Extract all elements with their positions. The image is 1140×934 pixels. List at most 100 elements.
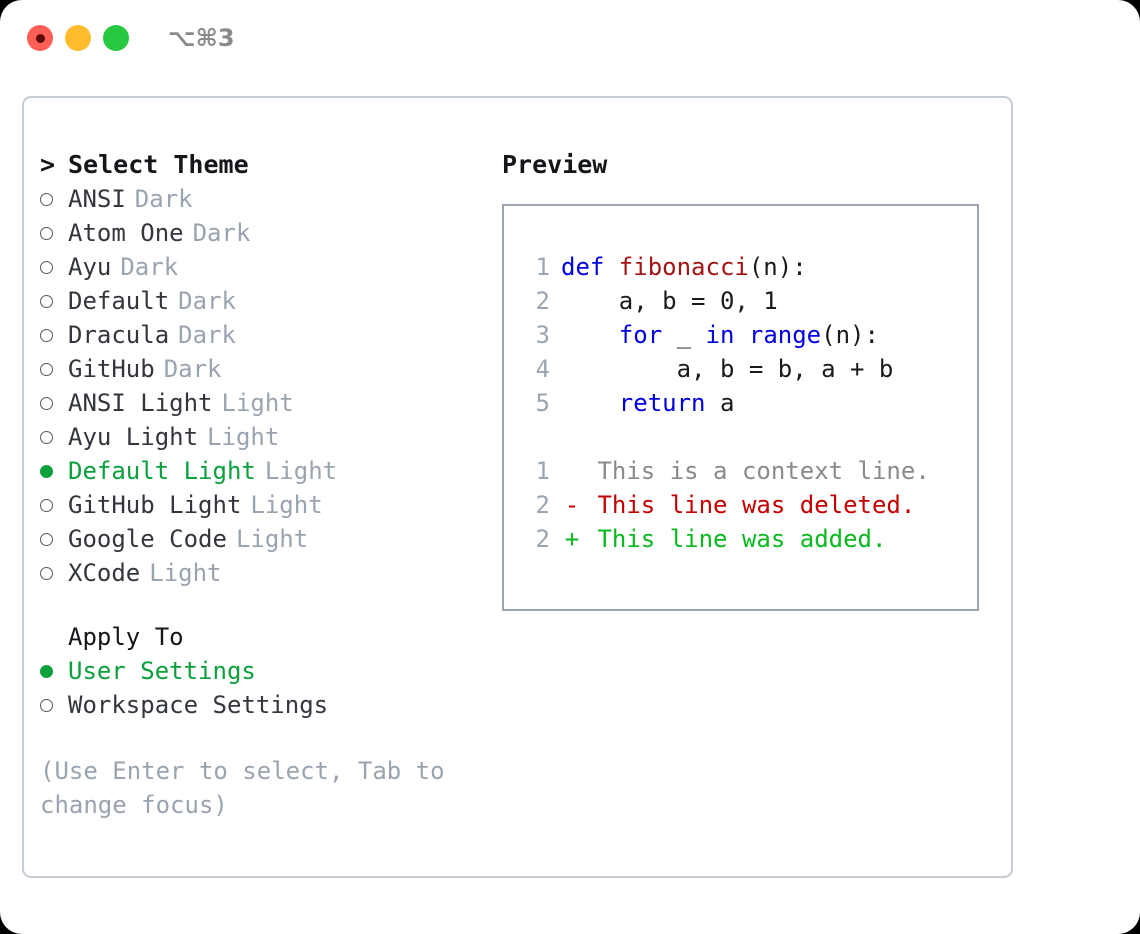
- option-label: Default: [68, 287, 170, 315]
- preview-title: Preview: [502, 150, 608, 179]
- option-label: GitHub: [68, 355, 155, 383]
- code-token: def: [561, 253, 619, 281]
- diff-sign: -: [564, 491, 580, 519]
- option-variant-label: Dark: [134, 185, 193, 213]
- code-token: fibonacci: [618, 253, 749, 281]
- radio-unselected-icon: [40, 566, 68, 580]
- radio-unselected-icon: [40, 396, 68, 410]
- select-theme-title: Select Theme: [68, 150, 249, 179]
- option-label: Workspace Settings: [68, 691, 329, 719]
- option-variant-label: Light: [221, 389, 294, 417]
- keyboard-hint: (Use Enter to select, Tab to change focu…: [40, 757, 460, 819]
- code-token: return: [618, 389, 706, 417]
- radio-dot: [40, 498, 53, 512]
- theme-list-item[interactable]: ANSI Light Light: [40, 386, 480, 420]
- close-button[interactable]: [27, 25, 53, 51]
- line-number: 5: [535, 389, 550, 417]
- window-controls: [27, 25, 129, 51]
- line-number: 2: [535, 287, 550, 315]
- code-token: [734, 318, 748, 352]
- code-line: 4 a, b = b, a + b: [504, 352, 977, 386]
- option-label: GitHub Light: [68, 491, 242, 519]
- radio-unselected-icon: [40, 226, 68, 240]
- radio-dot: [40, 362, 53, 376]
- diff-line: 2 + This line was added.: [504, 522, 977, 556]
- option-variant-label: Light: [235, 525, 309, 553]
- code-token: (n):: [748, 253, 807, 281]
- select-theme-header: > Select Theme: [40, 148, 480, 182]
- code-token: a, b = b, a + b: [561, 355, 894, 383]
- diff-text: This line was added.: [583, 525, 887, 553]
- code-token: [561, 318, 619, 352]
- line-number: 1: [535, 457, 550, 485]
- radio-unselected-icon: [40, 260, 68, 274]
- diff-line: 2- This line was deleted.: [504, 488, 977, 522]
- diff-text: This is a context line.: [583, 457, 930, 485]
- option-label: Ayu: [68, 253, 112, 281]
- option-variant-label: Dark: [178, 321, 236, 349]
- diff-sign: [561, 454, 583, 488]
- theme-list-item[interactable]: Dracula Dark: [40, 318, 480, 352]
- code-token: a, b = 0, 1: [561, 287, 778, 315]
- option-variant-label: Dark: [163, 355, 222, 383]
- radio-dot: [40, 532, 53, 546]
- radio-selected-icon: [40, 464, 68, 478]
- option-label: ANSI Light: [68, 389, 213, 417]
- minimize-button[interactable]: [65, 25, 91, 51]
- radio-dot: [40, 664, 53, 678]
- option-variant-label: Light: [207, 423, 280, 451]
- theme-list-item[interactable]: Ayu Dark: [40, 250, 480, 284]
- theme-list-item[interactable]: Google Code Light: [40, 522, 480, 556]
- code-token: in: [705, 321, 735, 349]
- diff-text: This line was deleted.: [583, 491, 916, 519]
- code-line: 3 for _ in range(n):: [504, 318, 977, 352]
- shortcut-label: ⌥⌘3: [168, 24, 235, 52]
- radio-dot: [40, 566, 53, 580]
- radio-unselected-icon: [40, 362, 68, 376]
- radio-dot: [40, 260, 53, 274]
- line-number: 3: [535, 321, 550, 349]
- title-bar: ⌥⌘3: [0, 0, 1140, 78]
- caret-icon: >: [40, 150, 56, 179]
- radio-unselected-icon: [40, 192, 68, 206]
- line-number: 1: [535, 253, 550, 281]
- line-number: 2: [535, 525, 550, 553]
- apply-to-item[interactable]: Workspace Settings: [40, 688, 480, 722]
- option-label: Google Code: [68, 525, 227, 553]
- option-variant-label: Dark: [120, 253, 179, 281]
- option-label: ANSI: [68, 185, 126, 213]
- code-line: 2 a, b = 0, 1: [504, 284, 977, 318]
- code-token: (n):: [821, 321, 879, 349]
- radio-unselected-icon: [40, 430, 68, 444]
- radio-dot: [40, 430, 53, 444]
- option-label: Dracula: [68, 321, 170, 349]
- line-number: 4: [535, 355, 550, 383]
- zoom-button[interactable]: [103, 25, 129, 51]
- option-label: Ayu Light: [68, 423, 199, 451]
- radio-dot: [40, 226, 53, 240]
- theme-list-item[interactable]: Ayu Light Light: [40, 420, 480, 454]
- code-spacer: [504, 420, 977, 454]
- radio-dot: [40, 192, 53, 206]
- theme-list-item[interactable]: ANSI Dark: [40, 182, 480, 216]
- theme-list-item[interactable]: GitHub Dark: [40, 352, 480, 386]
- radio-dot: [40, 328, 53, 342]
- option-label: Default Light: [68, 457, 256, 485]
- code-token: _: [662, 321, 706, 349]
- diff-sign: +: [564, 525, 580, 553]
- option-variant-label: Light: [149, 559, 222, 587]
- line-number: 2: [535, 491, 550, 519]
- apply-to-item[interactable]: User Settings: [40, 654, 480, 688]
